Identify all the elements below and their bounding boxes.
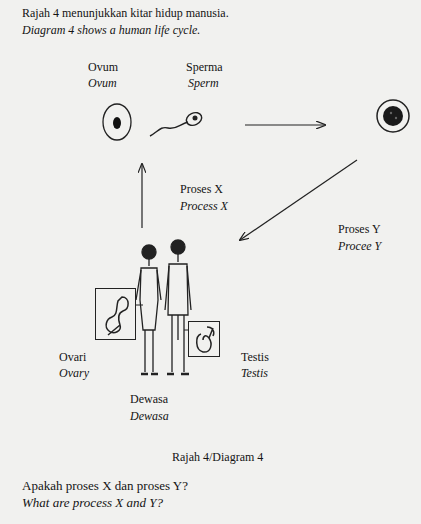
node-label: Sperma bbox=[186, 60, 223, 75]
diagram-caption: Rajah 4/Diagram 4 bbox=[172, 450, 263, 465]
adult-node: DewasaDewasa bbox=[128, 240, 200, 427]
node-label: Testis bbox=[241, 366, 268, 381]
node-label: Ovum bbox=[88, 60, 118, 75]
text-label: Process X bbox=[180, 199, 228, 214]
text-label: Diagram 4 shows a human life cycle. bbox=[22, 23, 200, 38]
node-label: Ovary bbox=[59, 366, 89, 381]
testis-drawing bbox=[189, 322, 218, 355]
ovum-cell bbox=[103, 104, 131, 140]
text-label: Proses Y bbox=[338, 222, 381, 237]
fertilisation-arrow bbox=[245, 124, 325, 125]
zygote-cell bbox=[377, 100, 409, 132]
text-label: What are process X and Y? bbox=[22, 495, 163, 510]
process-x-arrow bbox=[141, 164, 142, 228]
ovary-drawing bbox=[96, 289, 134, 338]
sperm-cell bbox=[150, 110, 204, 136]
node-label: Dewasa bbox=[130, 409, 169, 424]
ovary-box: OvariOvary bbox=[95, 288, 136, 340]
text-label: Procee Y bbox=[338, 239, 381, 254]
node-label: Dewasa bbox=[130, 392, 168, 407]
text-label: Apakah proses X dan proses Y? bbox=[22, 478, 188, 493]
woman-figure bbox=[136, 245, 161, 374]
ovum-node: OvumOvum bbox=[84, 60, 146, 144]
text-label: Rajah 4 menunjukkan kitar hidup manusia. bbox=[22, 6, 229, 21]
testis-box: TestisTestis bbox=[188, 321, 220, 357]
node-label: Testis bbox=[241, 350, 269, 365]
node-label: Sperm bbox=[188, 76, 219, 91]
text-label: Proses X bbox=[180, 182, 223, 197]
ovary-leader bbox=[136, 305, 143, 306]
sperm-node: SpermaSperm bbox=[150, 60, 216, 144]
node-label: Ovum bbox=[88, 76, 117, 91]
node-label: Ovari bbox=[59, 350, 86, 365]
